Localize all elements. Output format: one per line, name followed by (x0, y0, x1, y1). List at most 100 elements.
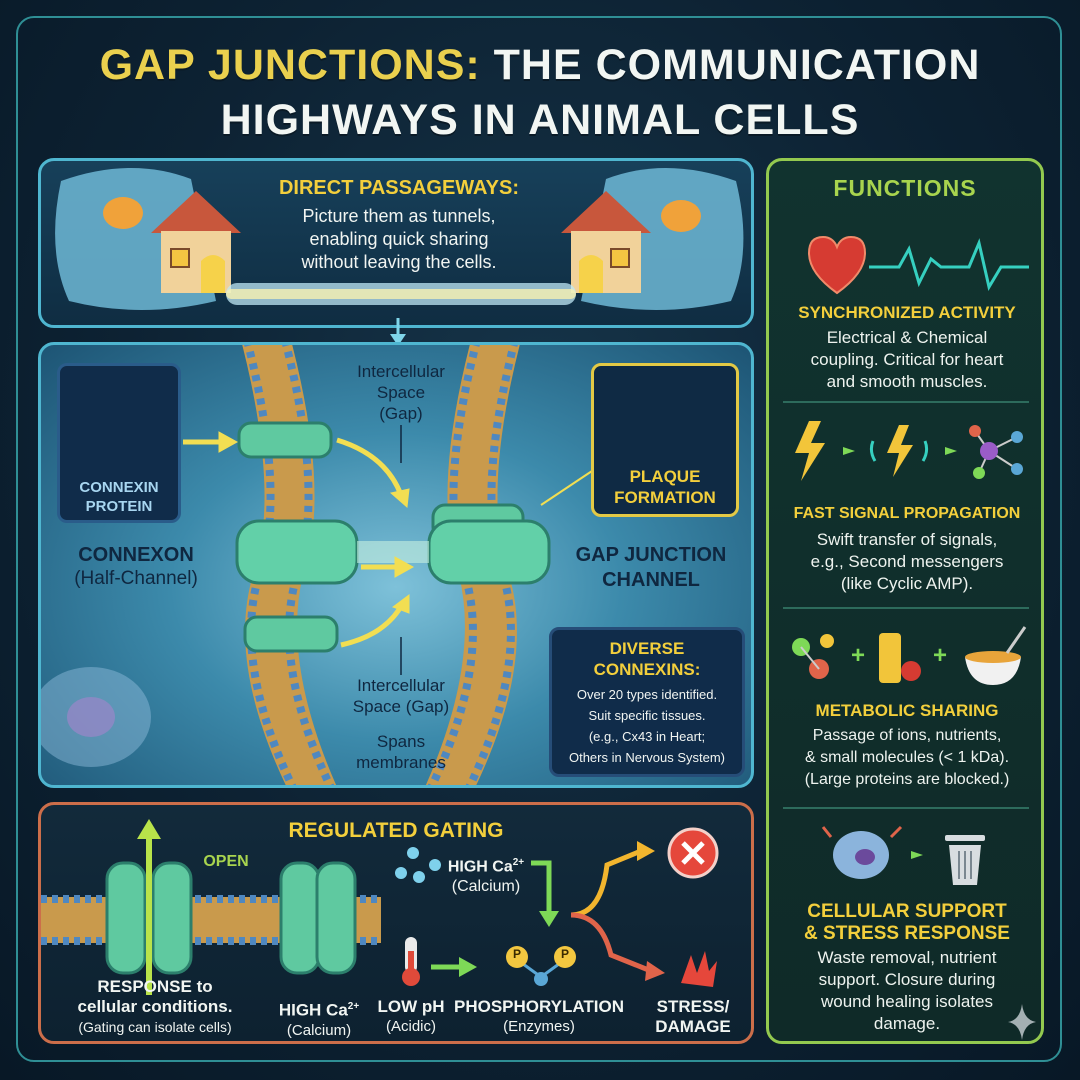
function-desc-3: Passage of ions, nutrients, & small mole… (777, 725, 1037, 791)
connexon-label: CONNEXON (Half-Channel) (41, 543, 231, 591)
svg-text:+: + (851, 642, 865, 669)
connexon-lower-icon (243, 615, 339, 653)
apple-icon (901, 661, 921, 681)
plaque-label-1: PLAQUE (629, 467, 701, 486)
spans-1: Spans (376, 732, 426, 751)
heart-ecg-icon (807, 235, 1029, 295)
fn4-line-3: wound healing isolates (820, 992, 993, 1011)
intercellular-bottom-2: Space (Gap) (352, 697, 450, 716)
connexon-label-2: (Half-Channel) (74, 568, 198, 589)
response-1: RESPONSE to (97, 977, 213, 996)
title-rest: THE COMMUNICATION (493, 41, 981, 89)
stress-2: DAMAGE (655, 1017, 731, 1036)
high-calcium-bottom: HIGH Ca2+ (Calcium) (269, 997, 369, 1041)
diverse-line-1: Over 20 types identified. (576, 687, 718, 702)
connexon-channel-icon (235, 519, 551, 585)
passageways-line-2: enabling quick sharing (309, 229, 489, 249)
function-title-2: FAST SIGNAL PROPAGATION (793, 505, 1021, 522)
phosphate-p-left: P (512, 947, 521, 961)
fn1-line-3: and smooth muscles. (826, 372, 988, 391)
blocked-x-icon (667, 827, 719, 879)
calcium-top-text: (Calcium) (451, 878, 521, 896)
open-channel-icon (105, 819, 193, 995)
connexin-protein-box: CONNEXIN PROTEIN (57, 363, 181, 523)
fn3-line-3: (Large proteins are blocked.) (804, 771, 1010, 788)
title-line-2: HIGHWAYS IN ANIMAL CELLS (220, 96, 860, 144)
diverse-heading-2: CONNEXINS: (593, 660, 701, 679)
fn4-line-1: Waste removal, nutrient (817, 948, 997, 967)
molecule-icon (969, 425, 1023, 479)
left-nucleus-icon (103, 197, 143, 229)
gap-junction-channel-label: GAP JUNCTION CHANNEL (551, 543, 751, 593)
functions-panel: FUNCTIONS SYNCHRONIZED ACTIVITY Electric… (766, 158, 1044, 1044)
ca-sup-bottom: 2+ (347, 1001, 360, 1012)
function-divider-3 (783, 807, 1029, 809)
fn2-line-2: e.g., Second messengers (810, 552, 1004, 571)
pointer-arrows (183, 431, 602, 648)
right-nucleus-icon (661, 200, 701, 232)
stress-response-icons (821, 825, 985, 885)
diverse-line-3: (e.g., Cx43 in Heart; (588, 729, 706, 744)
intercellular-bottom-1: Intercellular (357, 676, 445, 695)
passageways-line-3: without leaving the cells. (301, 252, 497, 272)
plaque-formation-box: PLAQUE FORMATION (591, 363, 739, 517)
diverse-connexins-box: DIVERSE CONNEXINS: Over 20 types identif… (549, 627, 745, 777)
diverse-line-4: Others in Nervous System) (568, 750, 726, 765)
response-3: (Gating can isolate cells) (78, 1019, 232, 1035)
stress-damage-label: STRESS/ DAMAGE (641, 997, 745, 1037)
closed-channel-icon (279, 861, 357, 975)
phosphate-icon (506, 946, 576, 986)
intercellular-top-2: Space (376, 383, 426, 402)
function-divider-1 (783, 401, 1029, 403)
function-divider-2 (783, 607, 1029, 609)
function-desc-2: Swift transfer of signals, e.g., Second … (777, 529, 1037, 595)
fn3-line-2: & small molecules (< 1 kDa). (804, 749, 1010, 766)
phos-text: PHOSPHORYLATION (453, 997, 624, 1016)
ca-sup-top: 2+ (512, 857, 525, 868)
low-ph-label: LOW pH (Acidic) (371, 997, 451, 1037)
metabolic-icons: + + (792, 626, 1027, 685)
fn1-line-1: Electrical & Chemical (826, 328, 988, 347)
enzymes-text: (Enzymes) (503, 1018, 575, 1035)
calcium-ions-icon (395, 847, 441, 883)
diverse-line-2: Suit specific tissues. (588, 708, 706, 723)
intercellular-bottom-label: Intercellular Space (Gap) (331, 675, 471, 717)
diverse-heading-1: DIVERSE (609, 639, 685, 658)
fn4-line-2: support. Closure during (818, 970, 996, 989)
function-desc-4: Waste removal, nutrient support. Closure… (777, 947, 1037, 1035)
gating-flow-arrows (431, 841, 665, 981)
outer-frame (16, 16, 1062, 1062)
signal-icons (795, 421, 1023, 481)
fn1-line-2: coupling. Critical for heart (810, 350, 1004, 369)
svg-text:+: + (933, 642, 947, 669)
lightning-icon (795, 421, 825, 481)
function-desc-1: Electrical & Chemical coupling. Critical… (777, 327, 1037, 393)
high-calcium-top: HIGH Ca2+ (Calcium) (431, 853, 541, 897)
high-ca-top-text: HIGH Ca (447, 858, 513, 876)
functions-heading: FUNCTIONS (833, 175, 977, 201)
spans-membranes-label: Spans membranes (341, 731, 461, 773)
low-ph-text: LOW pH (377, 997, 445, 1016)
fn3-line-1: Passage of ions, nutrients, (812, 727, 1002, 744)
connexon-label-1: CONNEXON (78, 544, 194, 566)
stress-1: STRESS/ (656, 997, 730, 1016)
gating-panel: REGULATED GATING OPEN HIGH Ca2+ (Calcium… (38, 802, 754, 1044)
phosphate-p-right: P (560, 947, 569, 961)
structure-panel: CONNEXIN PROTEIN Intercellular Space (Ga… (38, 342, 754, 788)
left-house-icon (151, 191, 241, 293)
page-title: GAP JUNCTIONS: THE COMMUNICATION HIGHWAY… (0, 38, 1080, 148)
bowl-icon (965, 657, 1021, 685)
passageways-text: Picture them as tunnels, enabling quick … (221, 205, 577, 274)
function-title-4: CELLULAR SUPPORT & STRESS RESPONSE (777, 901, 1037, 945)
trash-icon (945, 835, 985, 885)
passageways-heading: DIRECT PASSAGEWAYS: (278, 177, 520, 199)
thermometer-icon (402, 937, 420, 986)
right-house-icon (561, 191, 651, 293)
spans-2: membranes (356, 753, 446, 772)
intercellular-top-label: Intercellular Space (Gap) (331, 361, 471, 424)
high-ca-bottom-text: HIGH Ca (278, 1000, 348, 1020)
gating-heading: REGULATED GATING (288, 819, 504, 842)
passageways-line-1: Picture them as tunnels, (302, 206, 496, 226)
fn2-line-1: Swift transfer of signals, (816, 530, 998, 549)
response-label: RESPONSE to cellular conditions. (Gating… (43, 977, 267, 1037)
